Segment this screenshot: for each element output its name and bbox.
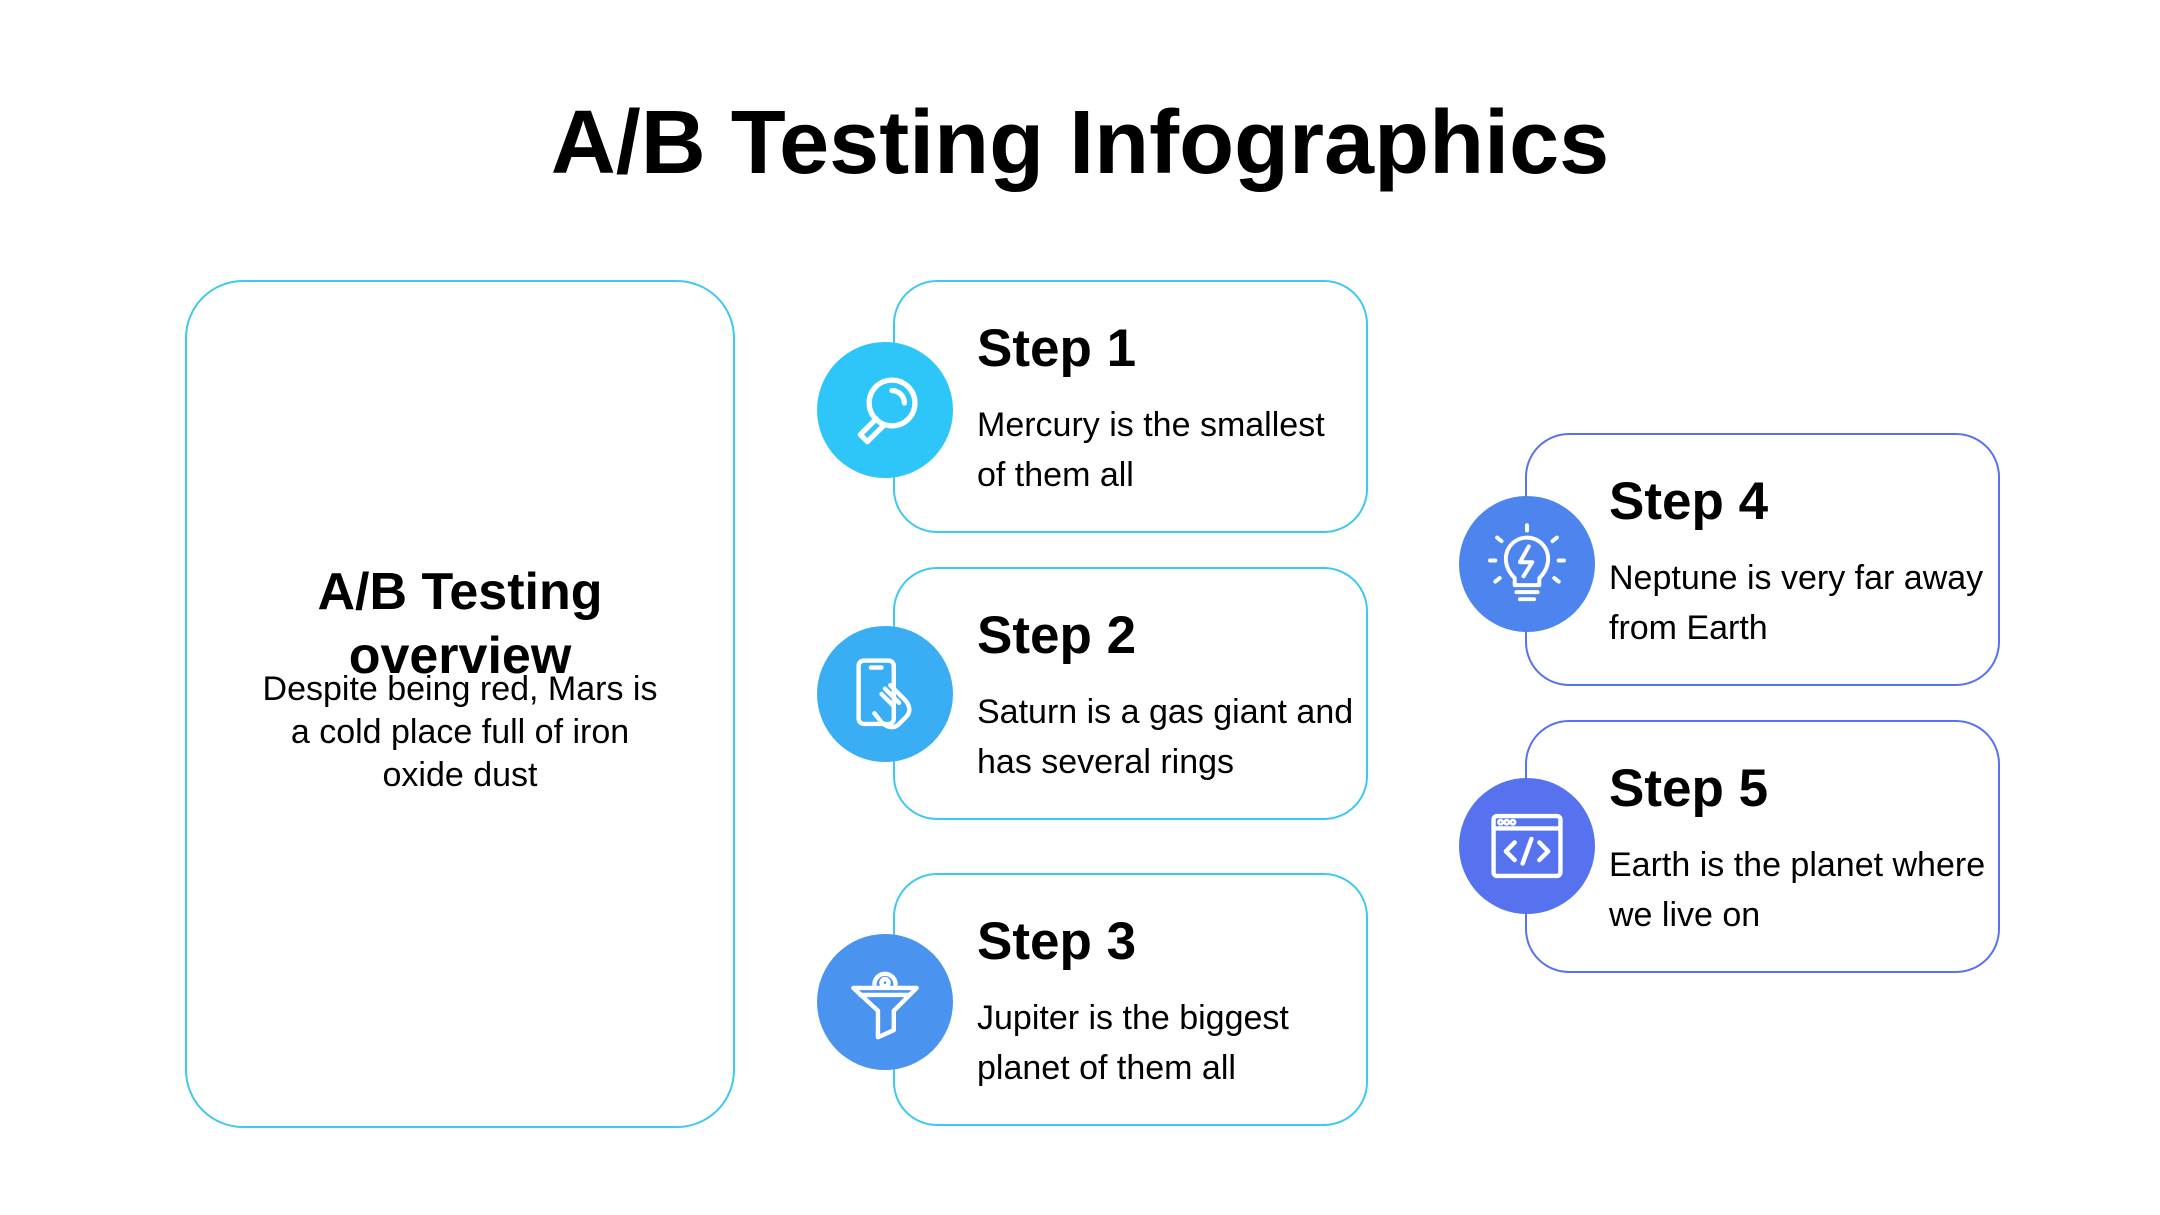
phone-touch-icon xyxy=(856,658,912,730)
step-4-icon-circle xyxy=(1459,496,1595,632)
step-title: Step 4 xyxy=(1609,472,1769,531)
overview-text: Despite being red, Mars is a cold place … xyxy=(262,670,658,794)
step-text: Mercury is the smallest of them all xyxy=(977,406,1325,494)
slide-title: A/B Testing Infographics xyxy=(550,93,1610,193)
step-card-4: Step 4 Neptune is very far away from Ear… xyxy=(1525,433,2000,686)
magnifier-icon xyxy=(857,377,918,445)
step-title: Step 1 xyxy=(977,319,1137,378)
overview-heading: A/B Testing overview xyxy=(0,560,920,688)
step-card-1: Step 1 Mercury is the smallest of them a… xyxy=(893,280,1368,533)
step-title: Step 2 xyxy=(977,606,1137,665)
step-3-icon-circle xyxy=(817,934,953,1070)
step-1-icon-circle xyxy=(817,342,953,478)
overview-panel xyxy=(185,280,735,1128)
lightbulb-icon xyxy=(1488,523,1566,602)
step-text: Neptune is very far away from Earth xyxy=(1609,559,1984,647)
step-text: Saturn is a gas giant and has several ri… xyxy=(977,693,1354,781)
step-card-5: Step 5 Earth is the planet where we live… xyxy=(1525,720,2000,973)
step-card-2: Step 2 Saturn is a gas giant and has sev… xyxy=(893,567,1368,820)
overview-heading-text: A/B Testing overview xyxy=(317,563,603,685)
step-2-icon-circle xyxy=(817,626,953,762)
step-5-icon-circle xyxy=(1459,778,1595,914)
step-title: Step 5 xyxy=(1609,759,1769,818)
step-text: Jupiter is the biggest planet of them al… xyxy=(977,999,1289,1087)
step-text: Earth is the planet where we live on xyxy=(1609,846,1986,934)
code-window-icon xyxy=(1491,813,1563,879)
step-card-3: Step 3 Jupiter is the biggest planet of … xyxy=(893,873,1368,1126)
step-title: Step 3 xyxy=(977,912,1137,971)
funnel-icon xyxy=(851,971,919,1040)
